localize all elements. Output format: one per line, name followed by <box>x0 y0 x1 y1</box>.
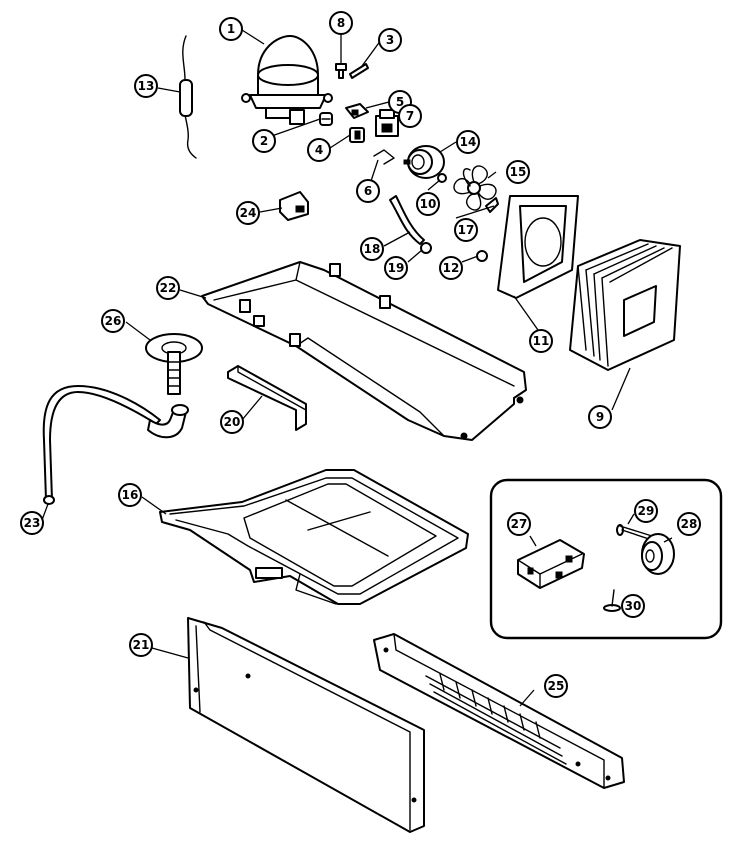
callout-7: 7 <box>398 104 422 128</box>
part-2-grommet <box>319 112 333 126</box>
callout-1-label: 1 <box>227 22 235 36</box>
callout-19: 19 <box>384 256 408 280</box>
callout-27-label: 27 <box>511 517 528 531</box>
callout-6: 6 <box>356 179 380 203</box>
callout-13-label: 13 <box>138 79 155 93</box>
callout-23: 23 <box>20 511 44 535</box>
callout-10: 10 <box>416 192 440 216</box>
part-26-funnel <box>145 333 203 395</box>
callout-9: 9 <box>588 405 612 429</box>
callout-30-label: 30 <box>625 599 642 613</box>
part-19-grommet <box>420 242 432 254</box>
callout-28: 28 <box>677 512 701 536</box>
callout-26-label: 26 <box>105 314 122 328</box>
callout-4-label: 4 <box>315 143 323 157</box>
callout-29-label: 29 <box>638 504 655 518</box>
callout-13: 13 <box>134 74 158 98</box>
leader-lines <box>41 29 673 707</box>
inset-frame <box>489 478 723 640</box>
callout-23-label: 23 <box>24 516 41 530</box>
callout-16: 16 <box>118 483 142 507</box>
part-17-bracket <box>485 197 499 213</box>
callout-8-label: 8 <box>337 16 345 30</box>
part-1-compressor <box>241 35 333 125</box>
part-3-clip <box>349 63 369 79</box>
callout-3: 3 <box>378 28 402 52</box>
callout-7-label: 7 <box>406 109 414 123</box>
part-28-knob <box>641 533 675 575</box>
part-22-cover <box>201 261 527 441</box>
part-6-clip <box>373 149 395 165</box>
part-30-pin <box>603 589 621 612</box>
part-20-channel <box>227 365 307 431</box>
callout-22-label: 22 <box>160 281 177 295</box>
callout-11-label: 11 <box>533 334 550 348</box>
part-25-grille <box>373 633 625 789</box>
callout-5-label: 5 <box>396 95 404 109</box>
callout-25: 25 <box>544 674 568 698</box>
callout-15: 15 <box>506 160 530 184</box>
callout-6-label: 6 <box>364 184 372 198</box>
callout-21-label: 21 <box>133 638 150 652</box>
callout-20: 20 <box>220 410 244 434</box>
part-18-bracket <box>389 195 425 245</box>
callout-17: 17 <box>454 218 478 242</box>
part-21-panel <box>187 617 425 833</box>
callout-24-label: 24 <box>240 206 257 220</box>
callout-28-label: 28 <box>681 517 698 531</box>
callout-12-label: 12 <box>443 261 460 275</box>
callout-21: 21 <box>129 633 153 657</box>
callout-20-label: 20 <box>224 415 241 429</box>
part-23-drain-tube <box>42 385 189 505</box>
callout-29: 29 <box>634 499 658 523</box>
callout-2-label: 2 <box>260 134 268 148</box>
callout-10-label: 10 <box>420 197 437 211</box>
callout-16-label: 16 <box>122 488 139 502</box>
callout-2: 2 <box>252 129 276 153</box>
callout-3-label: 3 <box>386 33 394 47</box>
callout-14-label: 14 <box>460 135 477 149</box>
part-27-timer <box>517 539 585 589</box>
callout-30: 30 <box>621 594 645 618</box>
part-14-fan-motor <box>403 145 445 179</box>
callout-8: 8 <box>329 11 353 35</box>
part-11-shroud <box>497 195 579 299</box>
callout-18-label: 18 <box>364 242 381 256</box>
callout-17-label: 17 <box>458 223 475 237</box>
part-12-nut <box>476 250 488 262</box>
callout-9-label: 9 <box>596 410 604 424</box>
callout-27: 27 <box>507 512 531 536</box>
callout-14: 14 <box>456 130 480 154</box>
part-24-connector <box>279 191 309 221</box>
part-8-screw-top <box>335 63 347 79</box>
callout-1: 1 <box>219 17 243 41</box>
part-5-overload <box>345 103 369 119</box>
part-4-plug <box>349 127 365 143</box>
part-15-fan-blade <box>453 165 497 211</box>
callout-11: 11 <box>529 329 553 353</box>
part-9-evaporator <box>569 239 681 371</box>
callout-4: 4 <box>307 138 331 162</box>
callout-12: 12 <box>439 256 463 280</box>
callout-19-label: 19 <box>388 261 405 275</box>
callout-25-label: 25 <box>548 679 565 693</box>
callout-24: 24 <box>236 201 260 225</box>
part-13-tube <box>179 35 197 159</box>
callout-26: 26 <box>101 309 125 333</box>
callout-18: 18 <box>360 237 384 261</box>
part-16-drain-pan <box>159 469 469 605</box>
part-7-relay <box>375 109 399 137</box>
callout-22: 22 <box>156 276 180 300</box>
callout-15-label: 15 <box>510 165 527 179</box>
